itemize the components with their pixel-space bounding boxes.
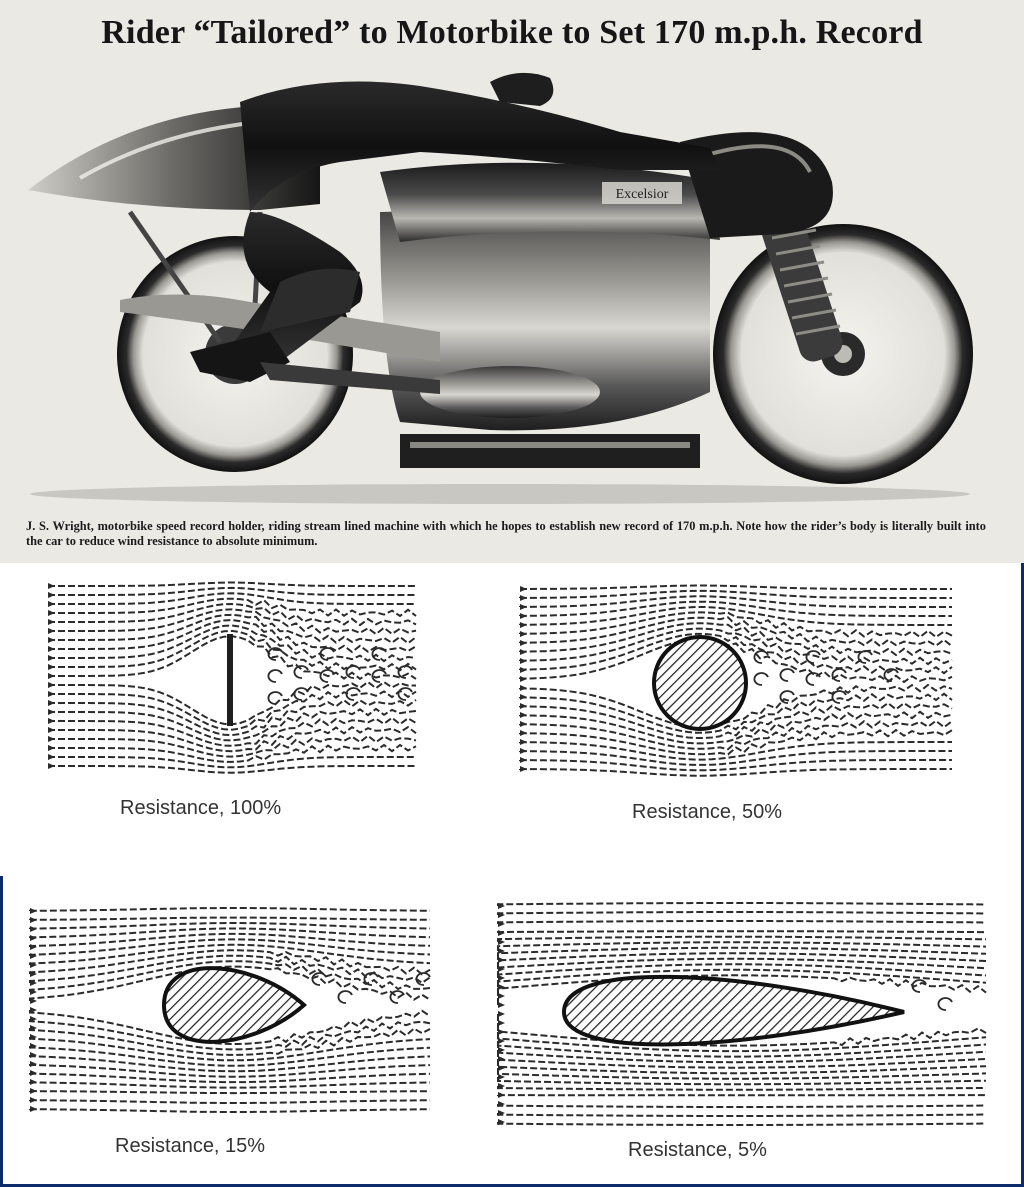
streamlines — [29, 907, 431, 1113]
tank-badge: Excelsior — [616, 187, 669, 202]
flow-diagram-sphere — [516, 583, 962, 779]
resistance-label-50: Resistance, 50% — [632, 801, 783, 823]
resistance-label-15: Resistance, 15% — [115, 1135, 266, 1157]
streamlines — [497, 902, 987, 1126]
magazine-clipping: Rider “Tailored” to Motorbike to Set 170… — [0, 0, 1024, 563]
wake-swirls — [267, 647, 413, 705]
streamlines — [519, 584, 953, 777]
flat-plate-body — [227, 634, 233, 726]
motorbike-photo: Excelsior — [20, 62, 1004, 512]
frame-bottom-border — [0, 1184, 1024, 1187]
teardrop-body — [161, 966, 307, 1044]
article-title: Rider “Tailored” to Motorbike to Set 170… — [101, 14, 923, 51]
resistance-label-100: Resistance, 100% — [120, 797, 282, 819]
photo-caption: J. S. Wright, motorbike speed record hol… — [26, 519, 986, 548]
wake-swirls — [753, 650, 899, 704]
sphere-body — [652, 635, 748, 731]
flow-diagram-flat-plate — [44, 580, 426, 776]
wake-swirls — [911, 979, 953, 1011]
wake-swirls — [311, 972, 431, 1004]
flow-diagram-teardrop — [26, 905, 438, 1115]
airfoil-body — [561, 974, 905, 1047]
frame-left-border — [0, 876, 3, 1187]
flow-diagram-airfoil — [494, 900, 996, 1130]
resistance-label-5: Resistance, 5% — [628, 1139, 767, 1161]
frame-right-border — [1021, 563, 1024, 1187]
